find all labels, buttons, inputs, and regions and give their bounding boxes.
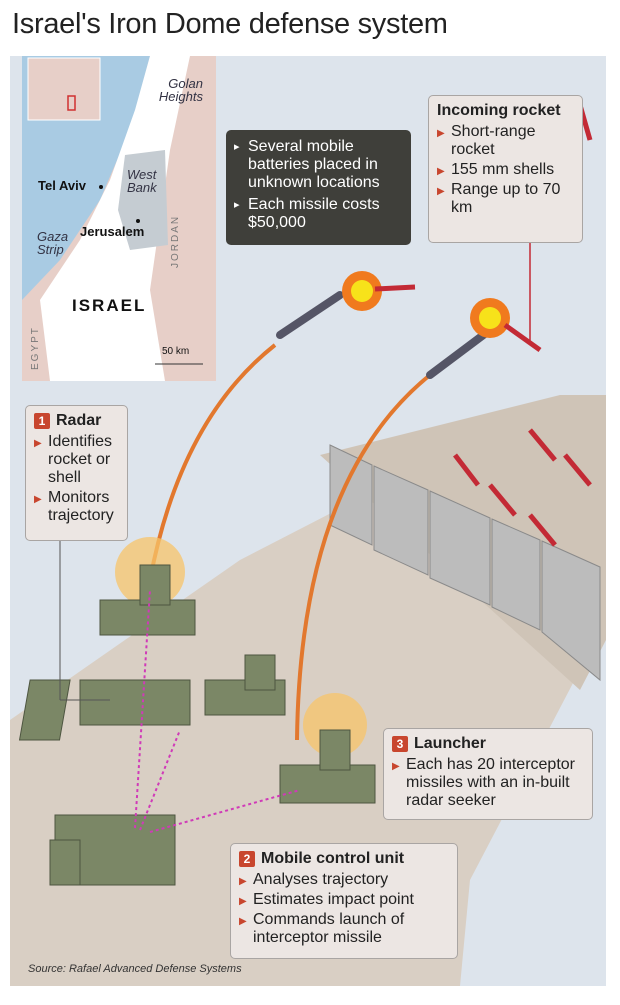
control-unit-heading: Mobile control unit (261, 850, 405, 867)
map-label-gaza: Gaza Strip (37, 229, 69, 257)
interceptor-trajectory-2 (295, 373, 432, 741)
rocket-launch-site (453, 428, 592, 547)
info-item: Several mobile batteries placed in unkno… (234, 138, 403, 192)
source-credit: Source: Rafael Advanced Defense Systems (28, 963, 242, 975)
barrier-wall (329, 444, 601, 682)
map-label-jordan: JORDAN (170, 214, 181, 268)
map-scale: 50 km (162, 346, 190, 357)
radar-vehicle (18, 679, 191, 741)
info-item: Each missile costs $50,000 (234, 196, 403, 232)
radar-heading: Radar (56, 412, 102, 429)
launch-glow-2 (303, 693, 367, 757)
info-box: Several mobile batteries placed in unkno… (226, 130, 411, 245)
incoming-rocket-1 (374, 284, 416, 292)
step-number: 1 (34, 413, 50, 429)
control-unit-box: 2 Mobile control unit Analyses trajectory… (230, 843, 458, 959)
page-title: Israel's Iron Dome defense system (12, 8, 448, 40)
launcher-vehicle-3 (279, 729, 376, 804)
map-label-west-bank: West Bank (127, 167, 157, 195)
launcher-box: 3 Launcher Each has 20 interceptor missil… (383, 728, 593, 820)
map-label-israel: ISRAEL (72, 296, 147, 315)
map-label-tel-aviv: Tel Aviv (38, 178, 86, 193)
incoming-rocket-item: 155 mm shells (437, 161, 574, 181)
radar-item: Identifies rocket or shell (34, 433, 119, 487)
step-number: 3 (392, 736, 408, 752)
incoming-rocket-box: Incoming rocket Short-range rocket 155 m… (428, 95, 583, 243)
control-unit-item: Estimates impact point (239, 891, 449, 911)
interceptor-missile-1 (276, 291, 344, 339)
vehicles (18, 564, 376, 886)
incoming-rocket-heading: Incoming rocket (437, 102, 561, 119)
control-unit-item: Analyses trajectory (239, 871, 449, 891)
incoming-rocket-item: Short-range rocket (437, 123, 574, 159)
radar-item: Monitors trajectory (34, 489, 119, 525)
step-number: 2 (239, 851, 255, 867)
launcher-heading: Launcher (414, 735, 487, 752)
control-unit-item: Commands launch of interceptor missile (239, 911, 449, 947)
launcher-item: Each has 20 interceptor missiles with an… (392, 756, 584, 810)
launcher-vehicle-2 (204, 654, 286, 716)
incoming-rocket-2 (503, 322, 542, 353)
control-unit-vehicle (49, 814, 176, 886)
radar-box: 1 Radar Identifies rocket or shell Monito… (25, 405, 128, 541)
map-label-golan: Golan Heights (158, 76, 203, 104)
interceptor-missile-2 (426, 326, 494, 379)
map-label-egypt: EGYPT (30, 326, 41, 370)
incoming-rocket-item: Range up to 70 km (437, 181, 574, 217)
map-label-jerusalem: Jerusalem (80, 224, 145, 239)
data-links (134, 589, 301, 833)
israel-map (22, 56, 216, 381)
